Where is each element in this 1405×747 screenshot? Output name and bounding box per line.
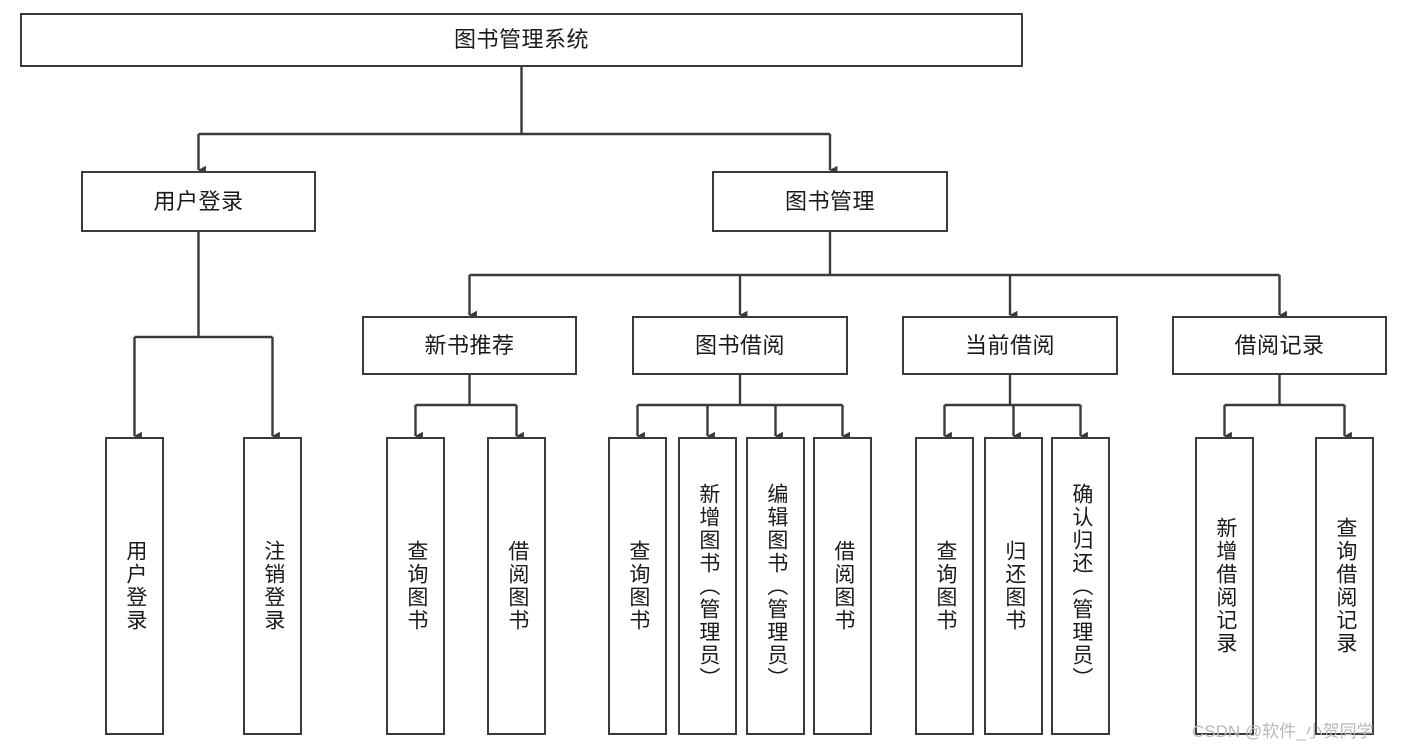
node-label-leaf-borrow-book-2: 借阅图书 [831,540,855,632]
node-leaf-edit-book[interactable]: 编辑图书（管理员） [746,437,805,735]
node-leaf-add-record[interactable]: 新增借阅记录 [1195,437,1254,735]
node-label-leaf-user-login: 用户登录 [123,540,147,632]
node-label-leaf-return-book: 归还图书 [1002,540,1026,632]
node-leaf-return-book[interactable]: 归还图书 [984,437,1043,735]
node-borrow-record[interactable]: 借阅记录 [1172,316,1387,375]
node-leaf-query-book-3[interactable]: 查询图书 [915,437,974,735]
node-new-book-rec[interactable]: 新书推荐 [362,316,577,375]
node-leaf-query-book-2[interactable]: 查询图书 [608,437,667,735]
node-label-leaf-query-book-2: 查询图书 [626,540,650,632]
node-label-leaf-query-book-3: 查询图书 [933,540,957,632]
node-book-borrow[interactable]: 图书借阅 [632,316,848,375]
node-leaf-user-login[interactable]: 用户登录 [105,437,164,735]
node-label-leaf-query-record: 查询借阅记录 [1333,517,1357,655]
node-login[interactable]: 用户登录 [81,171,316,232]
node-book-mgmt[interactable]: 图书管理 [712,171,948,232]
node-label-root: 图书管理系统 [453,27,589,53]
node-label-leaf-add-book: 新增图书（管理员） [696,482,720,690]
node-label-leaf-borrow-book-1: 借阅图书 [505,540,529,632]
node-label-borrow-record: 借阅记录 [1234,332,1325,358]
node-leaf-borrow-book-1[interactable]: 借阅图书 [487,437,546,735]
node-current-borrow[interactable]: 当前借阅 [902,316,1118,375]
node-root[interactable]: 图书管理系统 [20,13,1023,67]
node-label-leaf-logout: 注销登录 [261,540,285,632]
node-label-leaf-add-record: 新增借阅记录 [1213,517,1237,655]
node-label-leaf-confirm-return: 确认归还（管理员） [1069,482,1093,690]
node-leaf-confirm-return[interactable]: 确认归还（管理员） [1051,437,1110,735]
node-leaf-query-book-1[interactable]: 查询图书 [386,437,445,735]
node-leaf-query-record[interactable]: 查询借阅记录 [1315,437,1374,735]
edge-group [133,67,1352,441]
node-label-new-book-rec: 新书推荐 [424,332,515,358]
node-label-current-borrow: 当前借阅 [964,332,1055,358]
node-label-book-mgmt: 图书管理 [784,188,875,214]
node-leaf-borrow-book-2[interactable]: 借阅图书 [813,437,872,735]
node-leaf-add-book[interactable]: 新增图书（管理员） [678,437,737,735]
node-label-leaf-query-book-1: 查询图书 [404,540,428,632]
node-leaf-logout[interactable]: 注销登录 [243,437,302,735]
node-label-login: 用户登录 [153,188,244,214]
node-label-leaf-edit-book: 编辑图书（管理员） [764,482,788,690]
node-label-book-borrow: 图书借阅 [694,332,785,358]
